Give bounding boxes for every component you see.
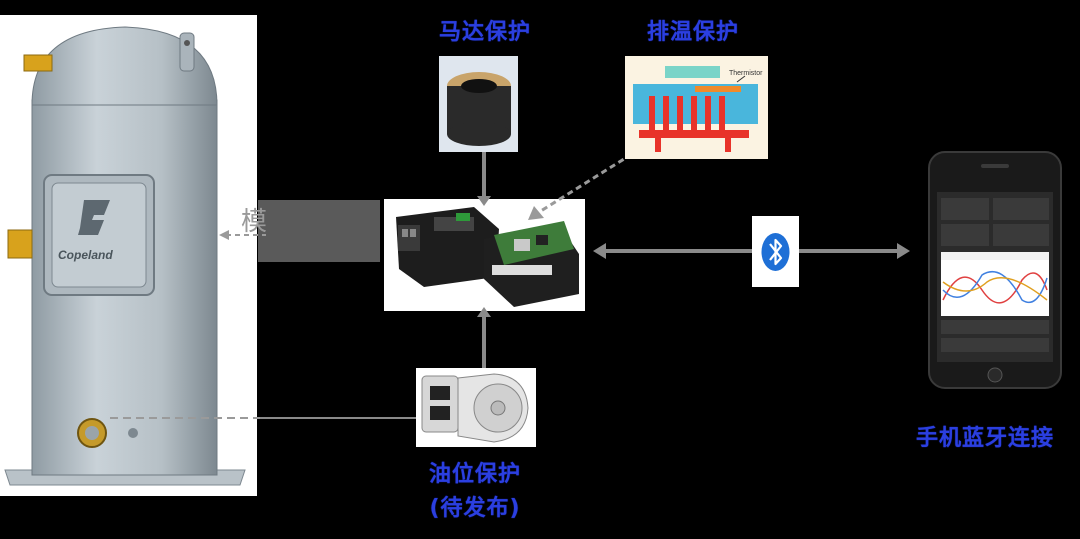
dashed-line-oil bbox=[110, 417, 420, 419]
bluetooth-badge bbox=[752, 216, 799, 287]
arrow-bluetooth-right bbox=[897, 243, 910, 259]
thermistor-diagram: Thermistor bbox=[625, 56, 768, 159]
arrow-motor bbox=[477, 196, 491, 206]
bluetooth-icon bbox=[761, 233, 790, 271]
label-phone-bluetooth: 手机蓝牙连接 bbox=[915, 426, 1054, 451]
compressor-illustration bbox=[4, 26, 246, 486]
arrow-oil bbox=[477, 307, 491, 317]
compressor-brand: Copeland bbox=[58, 248, 113, 262]
thermistor-scroll-icon bbox=[633, 66, 758, 152]
oil-sensor-icon bbox=[421, 373, 529, 443]
label-oil-protection: 油位保护 bbox=[428, 462, 521, 487]
line-oil bbox=[482, 314, 486, 368]
oil-sensor-image bbox=[416, 368, 536, 447]
label-exhaust-protection: 排温保护 bbox=[646, 20, 739, 45]
controller-module-image bbox=[396, 207, 579, 307]
side-label: 模 bbox=[241, 207, 268, 237]
compressor-panel: Copeland bbox=[0, 15, 257, 496]
line-motor bbox=[482, 152, 486, 200]
phone-illustration bbox=[928, 151, 1062, 389]
label-oil-note: (待发布) bbox=[429, 496, 521, 521]
dashed-arrow-exhaust bbox=[528, 152, 633, 220]
label-motor-protection: 马达保护 bbox=[438, 20, 531, 45]
side-label-box bbox=[258, 200, 380, 262]
dashed-arrow-left bbox=[219, 230, 266, 240]
arrow-bluetooth-left bbox=[593, 243, 606, 259]
motor-image bbox=[439, 56, 518, 152]
controller-panel bbox=[384, 199, 585, 311]
thermistor-label: Thermistor bbox=[729, 70, 763, 77]
motor-stator-icon bbox=[439, 56, 518, 152]
line-bluetooth bbox=[600, 249, 902, 253]
